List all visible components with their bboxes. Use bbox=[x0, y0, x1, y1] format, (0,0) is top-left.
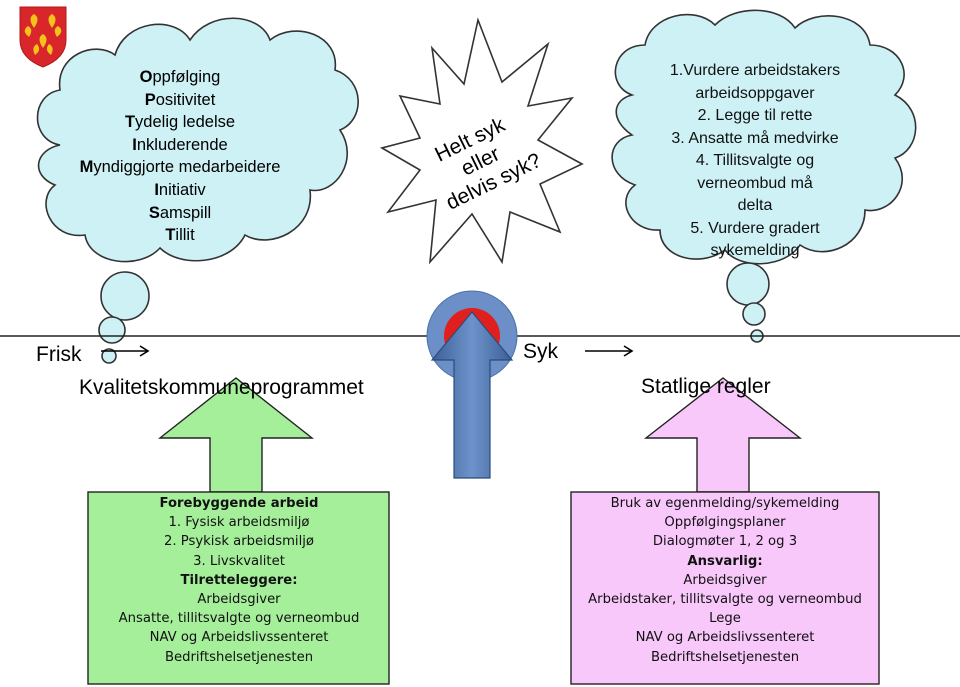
left-cloud-item: Samspill bbox=[45, 202, 315, 225]
left-program-label: Kvalitetskommuneprogrammet bbox=[79, 376, 364, 399]
left-cloud-item: Tillit bbox=[45, 224, 315, 247]
left-cloud-item-rest: ositivitet bbox=[155, 90, 216, 109]
green-box-heading: Forebyggende arbeid bbox=[159, 496, 319, 511]
right-thought-cloud bbox=[611, 9, 917, 343]
right-cloud-line: 1.Vurdere arbeidstakers bbox=[669, 62, 841, 79]
left-cloud-item-initial: T bbox=[124, 113, 136, 132]
pink-box-line: Arbeidstaker, tillitsvalgte og verneombu… bbox=[588, 592, 862, 608]
starburst-shape bbox=[379, 17, 584, 265]
green-box-text: Forebyggende arbeid 1. Fysisk arbeidsmil… bbox=[90, 494, 388, 667]
pink-box-line: Arbeidsgiver bbox=[683, 572, 767, 588]
pink-box-line: Dialogmøter 1, 2 og 3 bbox=[652, 534, 798, 550]
right-cloud-text: 1.Vurdere arbeidstakers arbeidsoppgaver 2.… bbox=[650, 60, 860, 263]
left-cloud-item-rest: ydelig ledelse bbox=[135, 113, 236, 132]
green-box-line: Ansatte, tillitsvalgte og verneombud bbox=[118, 611, 360, 627]
right-cloud-line: arbeidsoppgaver bbox=[695, 84, 815, 102]
left-cloud-item-initial: T bbox=[165, 226, 176, 245]
axis-arrow-left bbox=[101, 345, 150, 357]
left-cloud-item: Oppfølging bbox=[45, 66, 315, 89]
left-cloud-item-rest: nitiativ bbox=[158, 180, 206, 199]
pink-box-subheading: Ansvarlig: bbox=[687, 553, 763, 569]
left-cloud-item: Initiativ bbox=[45, 179, 315, 202]
pink-box-line: Bedriftshelsetjenesten bbox=[650, 649, 800, 665]
left-cloud-item: Tydelig ledelse bbox=[45, 111, 315, 134]
right-cloud-line: 3. Ansatte må medvirke bbox=[671, 129, 839, 147]
pink-box-line: Oppfølgingsplaner bbox=[664, 515, 786, 531]
municipality-crest-logo bbox=[19, 6, 67, 68]
pink-box-line: Bruk av egenmelding/sykemelding bbox=[610, 496, 840, 511]
pointing-up-arrow bbox=[430, 311, 514, 479]
green-box-subheading: Tilretteleggere: bbox=[180, 572, 298, 588]
left-cloud-item: Positivitet bbox=[45, 89, 315, 112]
right-cloud-line: sykemelding bbox=[710, 242, 800, 259]
right-cloud-line: 4. Tillitsvalgte og bbox=[695, 152, 815, 169]
pink-box-line: NAV og Arbeidslivssenteret bbox=[635, 630, 815, 646]
left-cloud-item-initial: I bbox=[154, 180, 159, 199]
left-cloud-item-rest: amspill bbox=[159, 203, 212, 222]
left-thought-cloud bbox=[36, 17, 359, 364]
green-box bbox=[87, 491, 390, 685]
axis-arrow-right bbox=[585, 345, 634, 357]
left-cloud-item-initial: S bbox=[148, 203, 160, 222]
green-box-list-item: 2. Psykisk arbeidsmiljø bbox=[164, 534, 314, 550]
left-cloud-item-rest: nkluderende bbox=[136, 135, 228, 154]
right-cloud-line: delta bbox=[737, 197, 773, 214]
frisk-label: Frisk bbox=[36, 343, 82, 366]
left-cloud-item-initial: I bbox=[132, 135, 137, 154]
green-box-list-item: 3. Livskvalitet bbox=[193, 553, 285, 569]
left-cloud-item: Myndiggjorte medarbeidere bbox=[45, 156, 315, 179]
left-cloud-item-rest: ppfølging bbox=[152, 68, 221, 86]
syk-label: Syk bbox=[523, 340, 559, 363]
left-cloud-item-initial: P bbox=[144, 90, 156, 109]
left-cloud-item-rest: illit bbox=[175, 226, 195, 245]
right-cloud-line: verneombud må bbox=[697, 174, 813, 192]
pink-box-line: Lege bbox=[709, 611, 741, 627]
right-program-label: Statlige regler bbox=[641, 375, 771, 398]
pink-box bbox=[570, 491, 880, 685]
left-cloud-item-rest: yndiggjorte medarbeidere bbox=[93, 158, 281, 177]
green-box-list-item: 1. Fysisk arbeidsmiljø bbox=[168, 515, 310, 531]
green-up-arrow bbox=[157, 377, 315, 493]
left-cloud-item: Inkluderende bbox=[45, 134, 315, 157]
right-cloud-line: 2. Legge til rette bbox=[697, 107, 813, 124]
left-cloud-item-initial: O bbox=[139, 68, 153, 86]
pink-up-arrow bbox=[643, 377, 803, 493]
left-cloud-item-initial: M bbox=[79, 158, 94, 177]
green-box-line: Arbeidsgiver bbox=[197, 592, 281, 608]
green-box-line: Bedriftshelsetjenesten bbox=[164, 649, 314, 665]
right-cloud-line: 5. Vurdere gradert bbox=[690, 219, 820, 237]
green-box-line: NAV og Arbeidslivssenteret bbox=[149, 630, 329, 646]
